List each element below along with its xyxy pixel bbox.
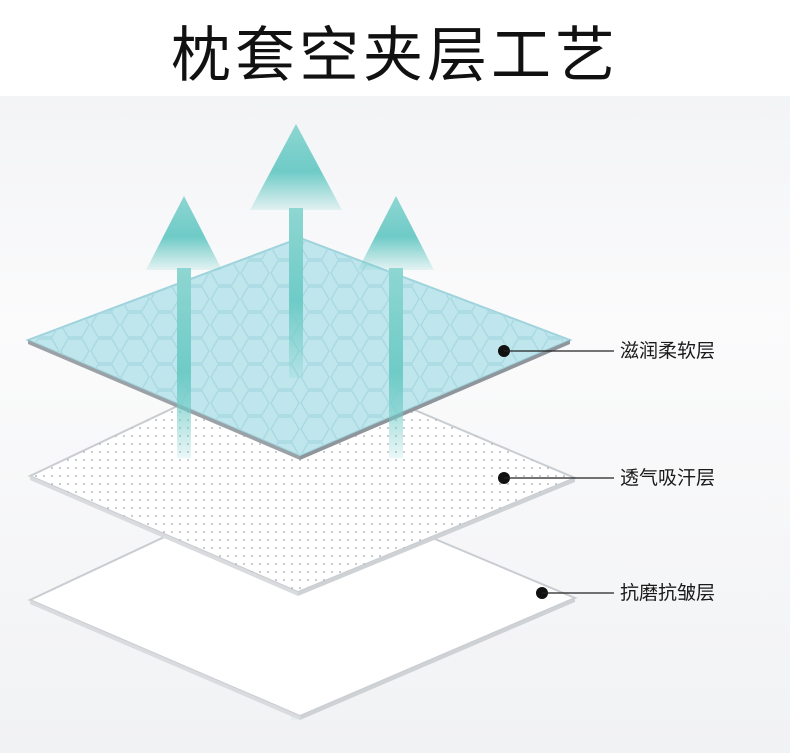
leader-soft	[498, 345, 614, 357]
leader-anti-wrinkle	[536, 587, 614, 599]
label-anti-wrinkle-layer: 抗磨抗皱层	[620, 582, 716, 604]
page-title: 枕套空夹层工艺	[171, 21, 619, 91]
arrow-right	[358, 196, 434, 458]
label-soft-layer: 滋润柔软层	[620, 340, 716, 362]
arrow-center	[250, 124, 342, 378]
label-breathable-layer: 透气吸汗层	[620, 467, 716, 489]
arrow-left	[146, 196, 222, 458]
leader-breathable	[498, 472, 614, 484]
